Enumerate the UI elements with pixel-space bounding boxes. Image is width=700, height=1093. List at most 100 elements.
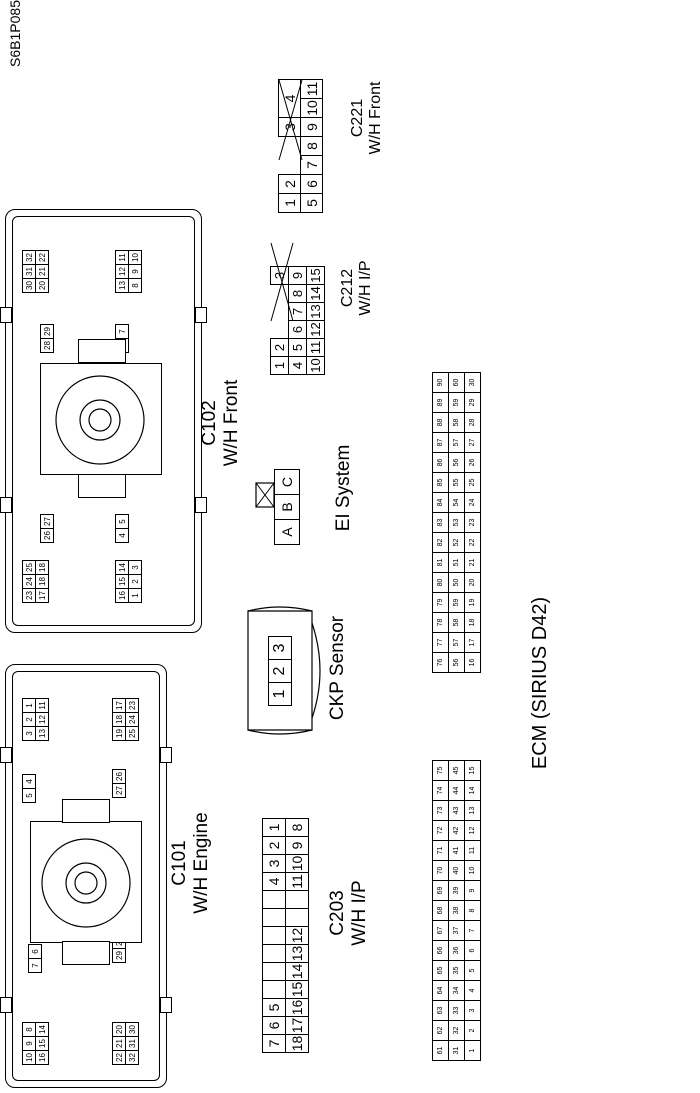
c101-pin: 1	[22, 698, 36, 713]
c102-pin: 22	[35, 250, 49, 265]
ecm-pin: 4	[464, 980, 481, 1001]
c101-pin: 19	[112, 726, 126, 741]
c221-name: C221	[349, 98, 366, 138]
c102-pin: 14	[115, 560, 129, 575]
ecm-pin: 71	[432, 840, 449, 861]
c101-pin: 6	[28, 944, 42, 959]
ecm-pin: 36	[448, 940, 465, 961]
ecm-pin: 17	[464, 632, 481, 653]
ecm-pin: 54	[448, 492, 465, 513]
ecm-pin: 60	[448, 372, 465, 393]
ecm-pin: 16	[464, 652, 481, 673]
c102-center-hole	[55, 375, 145, 465]
c212-pin: 1	[270, 356, 289, 375]
c102-pin: 15	[115, 574, 129, 589]
ecm-pin: 23	[464, 512, 481, 533]
c102-pin: 23	[22, 588, 36, 603]
c101-pin: 29	[112, 948, 126, 963]
c101-pin: 18	[112, 712, 126, 727]
c101-center-hole	[41, 838, 131, 928]
c102-pin: 2	[128, 574, 142, 589]
c102-latch	[0, 497, 12, 513]
ecm-pin: 65	[432, 960, 449, 981]
ecm-pin: 34	[448, 980, 465, 1001]
ei-system-pin: C	[274, 469, 300, 495]
c102-pin: 30	[22, 278, 36, 293]
c101-pin: 13	[35, 726, 49, 741]
ecm-pin: 19	[464, 592, 481, 613]
ecm-pin: 87	[432, 432, 449, 453]
c212-pin: 15	[306, 266, 325, 285]
ecm-pin: 1	[464, 1040, 481, 1061]
c101-pin: 26	[112, 769, 126, 784]
ecm-pin: 26	[464, 452, 481, 473]
ecm-pin: 52	[448, 532, 465, 553]
c203-pin: 7	[262, 1034, 286, 1053]
c203-blank	[285, 890, 309, 909]
c221-pin: 7	[300, 155, 323, 175]
ecm-pin: 29	[464, 392, 481, 413]
c203-pin: 2	[262, 836, 286, 855]
c101-pin: 24	[125, 712, 139, 727]
c102-latch	[195, 307, 207, 323]
c212-harness: W/H I/P	[357, 260, 374, 316]
c221-pin: 11	[300, 79, 323, 99]
ecm-pin: 22	[464, 532, 481, 553]
c102-pin: 32	[22, 250, 36, 265]
ckp-sensor-housing	[247, 606, 321, 735]
ei-system-pin: B	[274, 494, 300, 520]
ecm-pin: 89	[432, 392, 449, 413]
ecm-pin: 57	[448, 432, 465, 453]
c101-pin: 31	[125, 1036, 139, 1051]
c221-pin: 8	[300, 136, 323, 156]
reference-code: S6B1P085	[7, 0, 23, 67]
ecm-pin: 45	[448, 760, 465, 781]
ecm-pin: 50	[448, 572, 465, 593]
ecm-pin: 81	[432, 552, 449, 573]
c102-harness: W/H Front	[221, 379, 242, 467]
c203-pin: 13	[285, 944, 309, 963]
ecm-pin: 51	[448, 552, 465, 573]
c102-pin: 27	[40, 514, 54, 529]
c203-pin: 10	[285, 854, 309, 873]
c101-latch	[0, 747, 12, 763]
ecm-pin: 67	[432, 920, 449, 941]
c101-pin: 9	[22, 1036, 36, 1051]
c203-pin: 4	[262, 872, 286, 891]
ecm-pin: 21	[464, 552, 481, 573]
c101-pin: 22	[112, 1050, 126, 1065]
ecm-pin: 44	[448, 780, 465, 801]
c102-pin: 7	[115, 324, 129, 339]
c102-pin: 9	[128, 264, 142, 279]
c212-pin: 6	[288, 320, 307, 339]
ecm-pin: 55	[448, 472, 465, 493]
c212-blank-cross	[270, 242, 294, 322]
ckp-sensor-pin: 3	[268, 636, 292, 660]
c203-pin: 15	[285, 980, 309, 999]
c203-pin: 11	[285, 872, 309, 891]
c102-pin: 13	[115, 278, 129, 293]
c203-pin: 6	[262, 1016, 286, 1035]
ckp-sensor-name: CKP Sensor	[327, 615, 348, 721]
ecm-pin: 15	[464, 760, 481, 781]
c101-pin: 14	[35, 1022, 49, 1037]
ecm-pin: 33	[448, 1000, 465, 1021]
ecm-pin: 61	[432, 1040, 449, 1061]
c203-harness: W/H I/P	[349, 880, 370, 946]
c101-latch	[160, 747, 172, 763]
ecm-pin: 6	[464, 940, 481, 961]
c203-pin: 8	[285, 818, 309, 837]
c203-pin: 12	[285, 926, 309, 945]
ecm-pin: 8	[464, 900, 481, 921]
c203-pin: 18	[285, 1034, 309, 1053]
c102-pin: 28	[40, 338, 54, 353]
